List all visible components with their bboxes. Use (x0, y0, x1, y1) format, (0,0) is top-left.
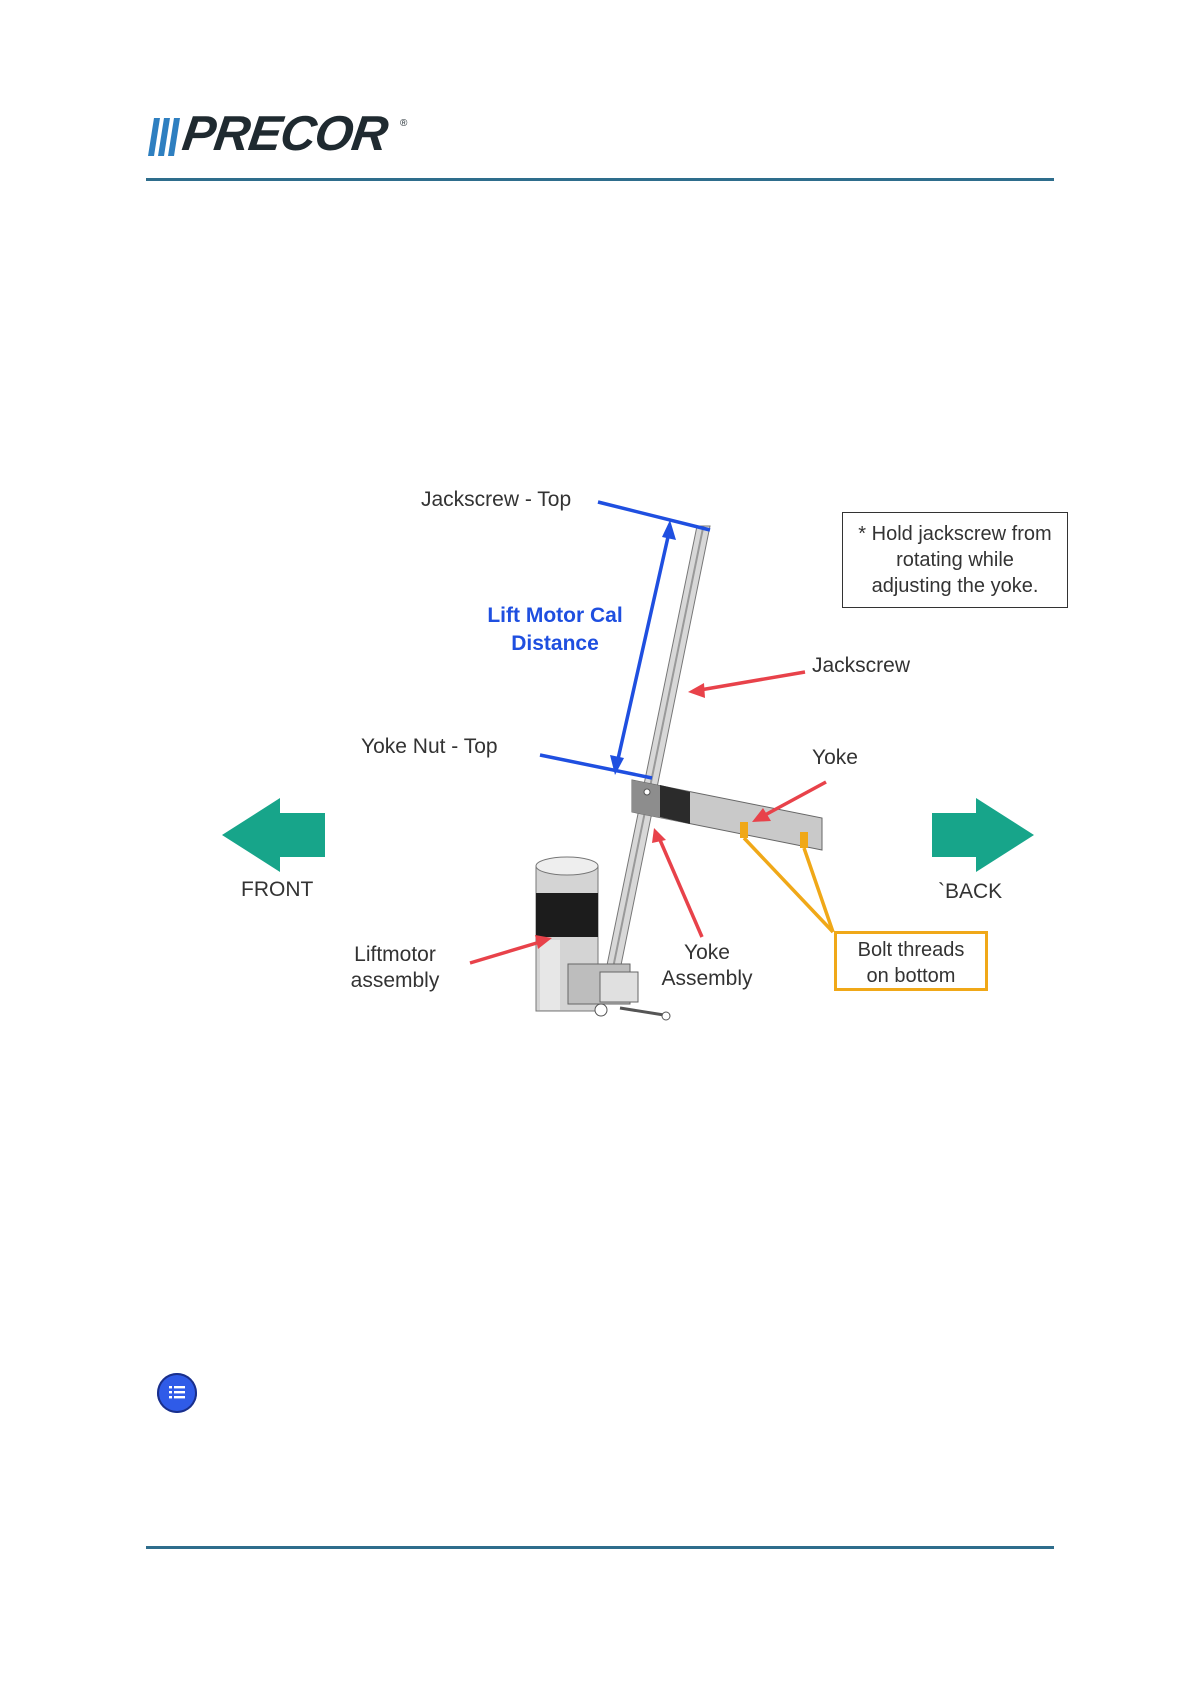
bolt-callout-lines (744, 838, 833, 932)
liftmotor-label-line2: assembly (340, 969, 450, 993)
jackscrew-label: Jackscrew (812, 654, 910, 678)
bolt-threads-callout: Bolt threads on bottom (834, 931, 988, 991)
yoke-label: Yoke (812, 746, 858, 770)
yoke-nut-top-label: Yoke Nut - Top (361, 735, 498, 759)
yoke-assembly-label-line2: Assembly (652, 967, 762, 991)
note-line: adjusting the yoke. (843, 573, 1067, 599)
measure-arrowhead-top (662, 520, 676, 540)
yoke-assembly-label-line1: Yoke (652, 941, 762, 965)
footer-rule (146, 1546, 1054, 1549)
liftmotor-body (536, 857, 670, 1020)
pointer-arrowhead (652, 828, 666, 843)
front-arrow-icon (222, 798, 325, 872)
jackscrew-note-box: * Hold jackscrew from rotating while adj… (842, 512, 1068, 608)
bolt-marker (800, 832, 808, 848)
list-note-icon (157, 1373, 197, 1413)
back-label: `BACK (938, 880, 1002, 904)
note-line: rotating while (843, 547, 1067, 573)
lift-motor-cal-label-line2: Distance (470, 632, 640, 656)
bolt-callout-line: Bolt threads (837, 937, 985, 963)
note-line: * Hold jackscrew from (843, 521, 1067, 547)
liftmotor-label-line1: Liftmotor (340, 943, 450, 967)
back-arrow-icon (932, 798, 1034, 872)
jackscrew-top-label: Jackscrew - Top (421, 488, 571, 512)
front-label: FRONT (241, 878, 313, 902)
bolt-callout-line: on bottom (837, 963, 985, 989)
lift-motor-cal-label-line1: Lift Motor Cal (470, 604, 640, 628)
pointer-arrowhead (688, 683, 705, 698)
bolt-marker (740, 822, 748, 838)
